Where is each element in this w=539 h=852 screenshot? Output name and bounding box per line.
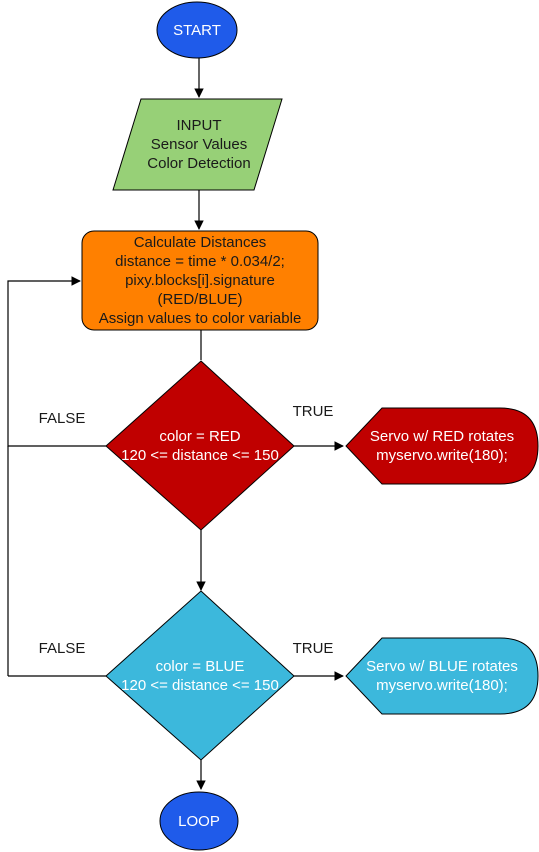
edge-label-red-true: TRUE: [292, 402, 334, 420]
input-line-1: INPUT: [176, 116, 222, 134]
process-line-2: distance = time * 0.034/2;: [115, 253, 285, 270]
decision-blue-line-2: 120 <= distance <= 150: [121, 677, 279, 694]
loop-terminator: [159, 791, 239, 851]
action-red-label: Servo w/ RED rotates myservo.write(180);: [350, 420, 534, 472]
decision-red-line-2: 120 <= distance <= 150: [121, 447, 279, 464]
edge-label-blue-false: FALSE: [38, 639, 86, 657]
decision-blue-diamond: [105, 590, 295, 761]
start-label: START: [173, 21, 221, 39]
action-blue-display: [345, 637, 539, 715]
action-red-display: [345, 407, 539, 485]
action-blue-line-2: myservo.write(180);: [376, 677, 508, 694]
edge-red-false: [7, 276, 106, 447]
process-line-3: pixy.blocks[i].signature: [125, 272, 275, 289]
decision-blue-line-1: color = BLUE: [155, 658, 245, 675]
input-line-3: Color Detection: [147, 154, 251, 172]
input-parallelogram: [112, 98, 283, 191]
edge-label-blue-true: TRUE: [292, 639, 334, 657]
decision-blue-label: color = BLUE 120 <= distance <= 150: [106, 650, 294, 702]
action-blue-line-1: Servo w/ BLUE rotates: [366, 658, 518, 675]
process-box: [81, 230, 319, 331]
process-line-1: Calculate Distances: [133, 234, 267, 251]
input-label: INPUT Sensor Values Color Detection: [120, 108, 278, 180]
decision-red-label: color = RED 120 <= distance <= 150: [106, 420, 294, 472]
process-line-5: Assign values to color variable: [98, 310, 302, 327]
action-red-line-2: myservo.write(180);: [376, 447, 508, 464]
connectors: [7, 58, 344, 790]
loop-label: LOOP: [178, 812, 220, 830]
process-line-4: (RED/BLUE): [157, 291, 243, 308]
action-blue-label: Servo w/ BLUE rotates myservo.write(180)…: [350, 650, 534, 702]
input-line-2: Sensor Values: [150, 135, 248, 153]
edge-label-red-false: FALSE: [38, 409, 86, 427]
decision-red-diamond: [105, 360, 295, 531]
start-terminator: [156, 1, 238, 59]
action-red-line-1: Servo w/ RED rotates: [369, 428, 515, 445]
process-label: Calculate Distances distance = time * 0.…: [82, 231, 318, 330]
decision-red-line-1: color = RED: [159, 428, 241, 445]
